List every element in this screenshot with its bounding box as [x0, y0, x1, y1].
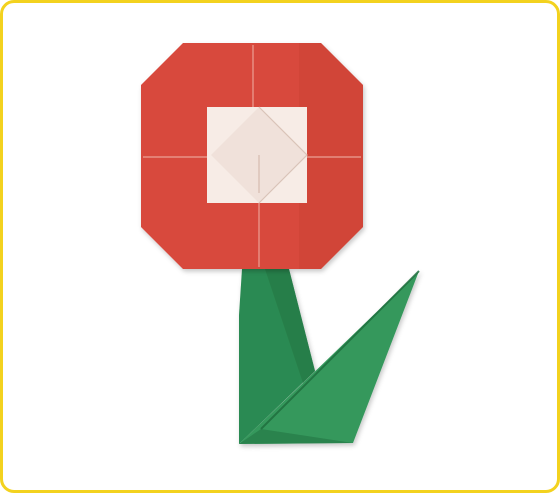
petal-shade	[299, 43, 363, 269]
origami-flower-illustration	[141, 43, 420, 444]
leaf	[239, 271, 419, 444]
flower-head	[141, 43, 363, 269]
leaf-lower-fold	[239, 429, 353, 444]
leaf-fold	[260, 270, 420, 430]
stem-shadow	[265, 269, 315, 383]
stem-group	[239, 269, 420, 444]
center-fold-lines	[258, 106, 308, 204]
